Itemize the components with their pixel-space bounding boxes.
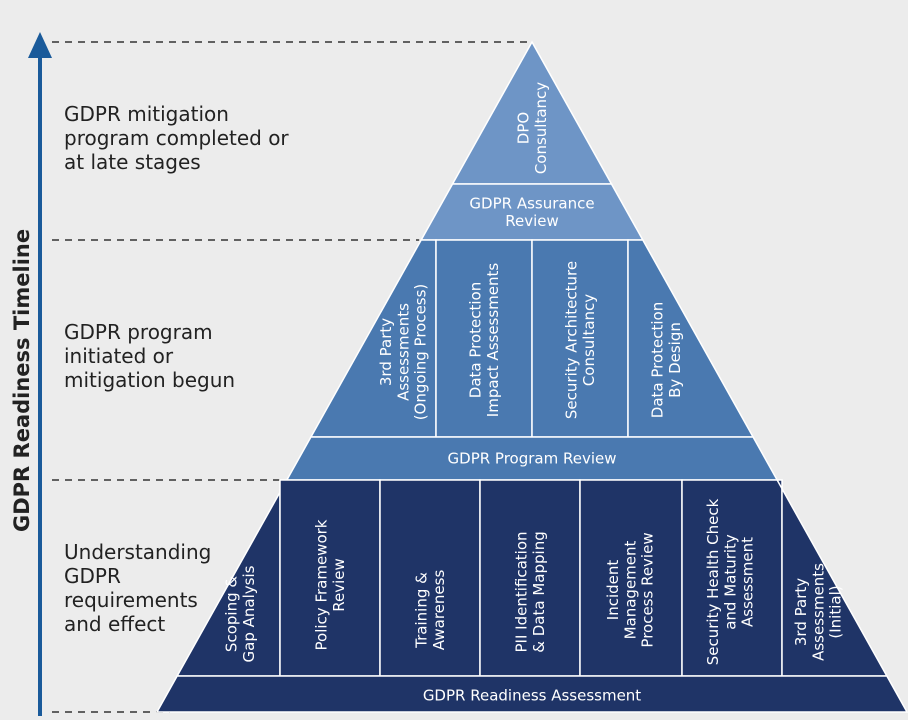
bottom-label-7: 3rd PartyAssessments(Initial) [792,563,845,661]
tier-bottom-band [155,675,908,713]
svg-text:Security Health Checkand Matur: Security Health Checkand MaturityAssessm… [704,498,757,665]
bottom-label-3: Training &Awareness [413,570,448,651]
middle-label-2: Data ProtectionImpact Assessments [467,263,502,418]
middle-column-4 [627,239,755,438]
svg-text:IncidentManagementProcess Revi: IncidentManagementProcess Review [604,532,657,647]
svg-text:PII Identification& Data Mappi: PII Identification& Data Mapping [513,531,548,652]
svg-text:Training &Awareness: Training &Awareness [413,570,448,651]
svg-text:GDPR Readiness Assessment: GDPR Readiness Assessment [423,686,641,704]
middle-label-4: Data ProtectionBy Design [649,302,684,418]
svg-text:Data ProtectionBy Design: Data ProtectionBy Design [649,302,684,418]
svg-text:DPOConsultancy: DPOConsultancy [515,82,550,174]
bottom-label-1: Scoping &Gap Analysis [223,565,258,662]
middle-label-3: Security ArchitectureConsultancy [563,261,598,419]
svg-text:3rd PartyAssessments(Ongoing P: 3rd PartyAssessments(Ongoing Process) [377,284,430,421]
svg-text:Policy FrameworkReview: Policy FrameworkReview [313,519,348,650]
svg-text:GDPR Program Review: GDPR Program Review [448,449,617,467]
bottom-label-5: IncidentManagementProcess Review [604,532,657,647]
stage-label-understanding: Understanding GDPR requirements and effe… [64,540,212,636]
stage-label-late: GDPR mitigation program completed or at … [64,102,289,174]
svg-text:3rd PartyAssessments(Initial): 3rd PartyAssessments(Initial) [792,563,845,661]
bottom-label-6: Security Health Checkand MaturityAssessm… [704,498,757,665]
bottom-label-4: PII Identification& Data Mapping [513,531,548,652]
middle-label-1: 3rd PartyAssessments(Ongoing Process) [377,284,430,421]
arrow-up-icon [28,32,52,58]
label-readiness-assessment: GDPR Readiness Assessment [423,686,641,704]
label-dpo-consultancy: DPOConsultancy [515,82,550,174]
svg-text:Scoping &Gap Analysis: Scoping &Gap Analysis [223,565,258,662]
svg-text:Data ProtectionImpact Assessme: Data ProtectionImpact Assessments [467,263,502,418]
bottom-label-2: Policy FrameworkReview [313,519,348,650]
label-program-review: GDPR Program Review [448,449,617,467]
axis-label: GDPR Readiness Timeline [10,228,34,532]
stage-label-initiated: GDPR program initiated or mitigation beg… [64,320,236,392]
svg-text:Security ArchitectureConsultan: Security ArchitectureConsultancy [563,261,598,419]
